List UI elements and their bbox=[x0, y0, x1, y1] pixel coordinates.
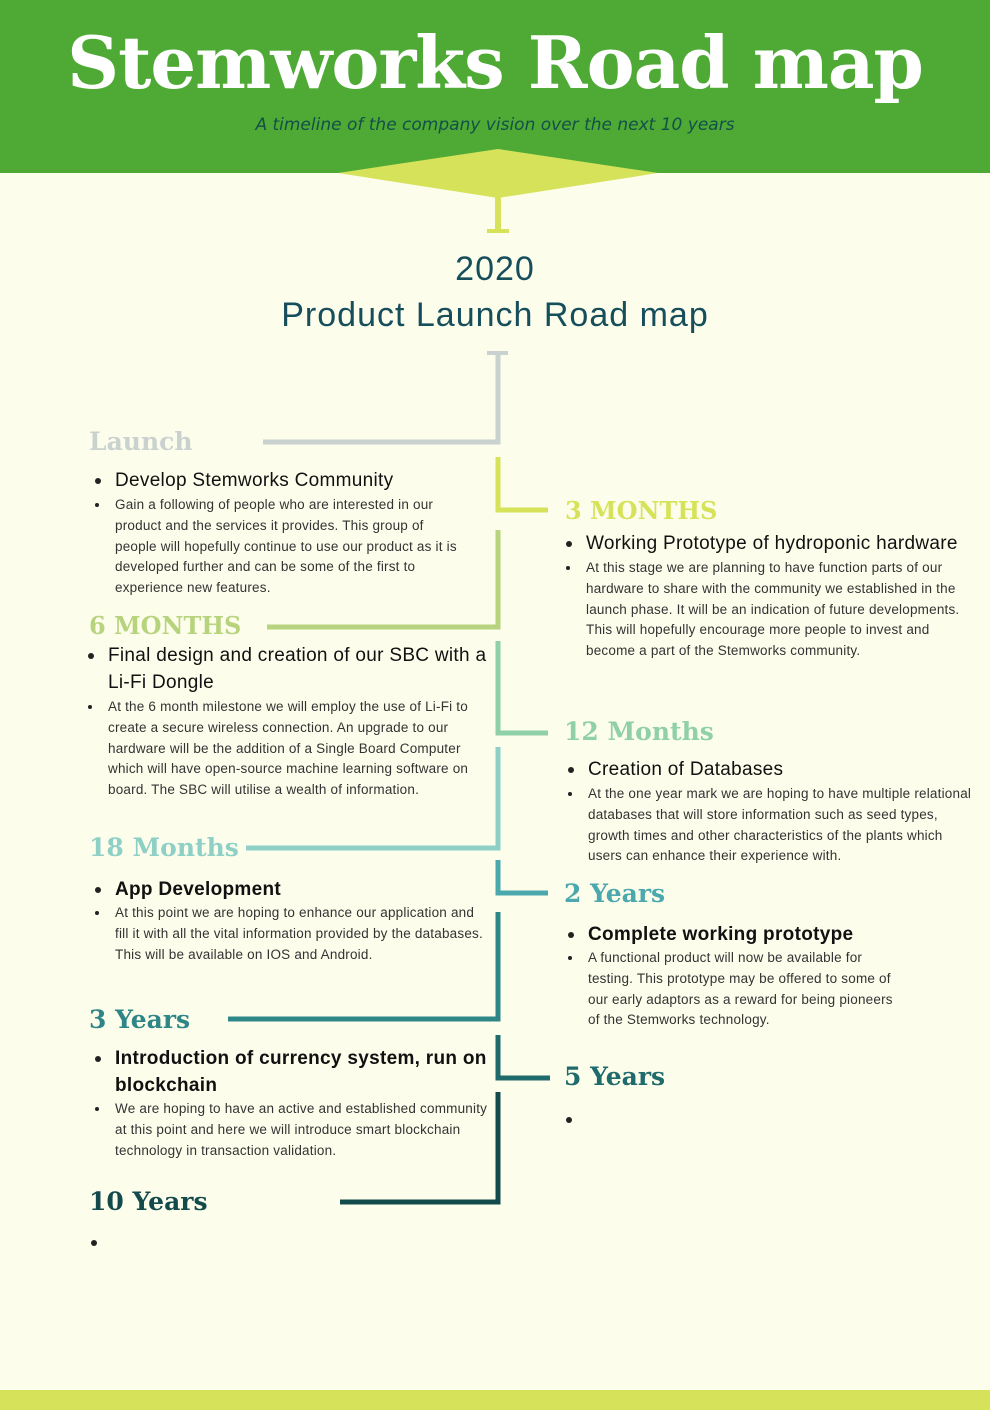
milestone-heading: Develop Stemworks Community bbox=[93, 467, 463, 494]
roadmap-year: 2020 bbox=[455, 250, 535, 288]
milestone-label-3-months: 3 MONTHS bbox=[565, 496, 718, 525]
connector-6-months bbox=[267, 530, 501, 630]
connector-12-months bbox=[495, 641, 548, 736]
milestone-heading: App Development bbox=[93, 876, 483, 903]
empty-bullet bbox=[89, 1232, 389, 1252]
milestone-heading: Complete working prototype bbox=[566, 921, 900, 948]
milestone-3-months: Working Prototype of hydroponic hardware… bbox=[564, 530, 980, 662]
connector-2-years bbox=[495, 860, 548, 896]
milestone-label-launch: Launch bbox=[89, 427, 193, 456]
milestone-3-years: Introduction of currency system, run on … bbox=[93, 1045, 491, 1161]
milestone-label-5-years: 5 Years bbox=[564, 1062, 666, 1091]
roadmap-title: Product Launch Road map bbox=[281, 296, 709, 334]
connector-3-months bbox=[495, 457, 548, 513]
milestone-10-years bbox=[89, 1232, 389, 1252]
milestone-launch: Develop Stemworks Community Gain a follo… bbox=[93, 467, 463, 599]
milestone-description: At this point we are hoping to enhance o… bbox=[93, 903, 483, 965]
milestone-heading: Introduction of currency system, run on … bbox=[93, 1045, 491, 1099]
milestone-heading: Working Prototype of hydroponic hardware bbox=[564, 530, 980, 557]
milestone-label-3-years: 3 Years bbox=[89, 1005, 191, 1034]
milestone-label-18-months: 18 Months bbox=[89, 833, 239, 862]
page-title: Stemworks Road map bbox=[67, 20, 924, 105]
connector-18-months bbox=[246, 747, 501, 851]
connector-launch bbox=[263, 353, 501, 445]
milestone-description: A functional product will now be availab… bbox=[566, 948, 900, 1031]
top-diamond-shape bbox=[338, 149, 658, 198]
milestone-5-years bbox=[564, 1109, 864, 1129]
empty-bullet bbox=[564, 1109, 864, 1129]
milestone-12-months: Creation of Databases At the one year ma… bbox=[566, 756, 980, 867]
milestone-18-months: App Development At this point we are hop… bbox=[93, 876, 483, 965]
milestone-description: At this stage we are planning to have fu… bbox=[564, 558, 980, 662]
milestone-6-months: Final design and creation of our SBC wit… bbox=[86, 642, 490, 801]
connector-10-years bbox=[340, 1092, 501, 1205]
page-subtitle: A timeline of the company vision over th… bbox=[255, 115, 735, 135]
milestone-heading: Final design and creation of our SBC wit… bbox=[86, 642, 490, 696]
header-banner: Stemworks Road map A timeline of the com… bbox=[0, 0, 990, 173]
milestone-label-10-years: 10 Years bbox=[89, 1187, 208, 1216]
connector-5-years bbox=[495, 1035, 550, 1081]
connector-3-years bbox=[228, 912, 501, 1022]
milestone-description: Gain a following of people who are inter… bbox=[93, 495, 463, 599]
milestone-description: At the one year mark we are hoping to ha… bbox=[566, 784, 980, 867]
milestone-label-12-months: 12 Months bbox=[564, 717, 714, 746]
milestone-2-years: Complete working prototype A functional … bbox=[566, 921, 900, 1031]
footer-bar bbox=[0, 1390, 990, 1410]
milestone-description: We are hoping to have an active and esta… bbox=[93, 1099, 491, 1161]
milestone-heading: Creation of Databases bbox=[566, 756, 980, 783]
milestone-description: At the 6 month milestone we will employ … bbox=[86, 697, 490, 801]
milestone-label-6-months: 6 MONTHS bbox=[89, 611, 242, 640]
milestone-label-2-years: 2 Years bbox=[564, 879, 666, 908]
